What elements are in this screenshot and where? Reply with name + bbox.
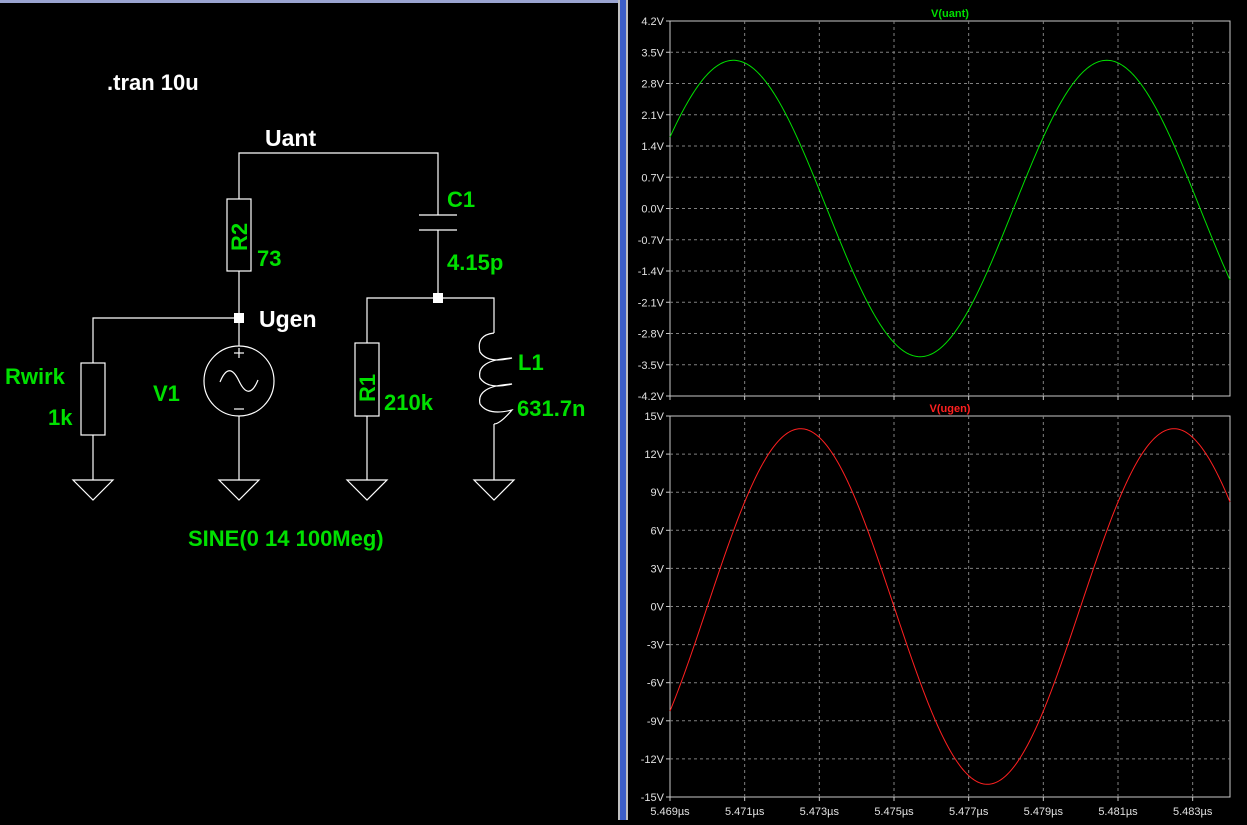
y-tick-label: -4.2V — [638, 391, 665, 403]
y-tick-label: 6V — [651, 525, 665, 537]
junction-ugen — [234, 313, 244, 323]
resistor-rwirk[interactable] — [80, 362, 106, 436]
net-label-uant[interactable]: Uant — [265, 125, 316, 151]
wire-ugen-rwirk — [92, 317, 239, 363]
r1-value: 210k — [384, 390, 434, 415]
y-tick-label: -2.1V — [638, 297, 665, 309]
y-tick-label: 0.7V — [641, 172, 664, 184]
resistor-r2[interactable] — [226, 198, 252, 272]
y-tick-label: -12V — [641, 754, 665, 766]
x-tick-label: 5.483µs — [1173, 806, 1213, 818]
r2-name: R2 — [227, 223, 252, 251]
x-tick-label: 5.471µs — [725, 806, 765, 818]
trace-title-0: V(uant) — [931, 8, 969, 20]
trace-line-0 — [669, 59, 1231, 358]
y-tick-label: 12V — [644, 449, 664, 461]
x-tick-label: 5.475µs — [874, 806, 914, 818]
v1-value: SINE(0 14 100Meg) — [188, 526, 384, 551]
wire-r1-top — [366, 297, 438, 343]
x-tick-label: 5.473µs — [800, 806, 840, 818]
y-tick-label: -3V — [647, 640, 665, 652]
l1-value: 631.7n — [517, 396, 586, 421]
c1-value: 4.15p — [447, 250, 503, 275]
waveform-canvas[interactable]: 4.2V 3.5V 2.8V 2.1V 1.4V 0.7V 0.0V -0.7V -1.4V -2… — [628, 0, 1247, 820]
trace-line-1 — [669, 428, 1231, 785]
junction-l1-r1 — [433, 293, 443, 303]
wires — [92, 152, 495, 480]
y-tick-label: 1.4V — [641, 141, 664, 153]
y-tick-label: -0.7V — [638, 235, 665, 247]
resistor-r1[interactable] — [354, 342, 380, 417]
y-tick-label: 3V — [651, 563, 665, 575]
y-tick-label: 4.2V — [641, 16, 664, 28]
y-tick-label: -3.5V — [638, 360, 665, 372]
r2-value: 73 — [257, 246, 281, 271]
v1-name: V1 — [153, 381, 180, 406]
y-tick-label: 3.5V — [641, 47, 664, 59]
pane-splitter[interactable] — [618, 0, 628, 820]
x-tick-label: 5.469µs — [650, 806, 690, 818]
schematic-title-bar — [0, 0, 618, 3]
y-tick-label: 9V — [651, 487, 665, 499]
wire-uant — [238, 152, 439, 215]
y-tick-label: -2.8V — [638, 329, 665, 341]
y-tick-label: -9V — [647, 716, 665, 728]
ground-icon — [217, 479, 261, 501]
ground-icon — [345, 479, 389, 501]
net-label-ugen[interactable]: Ugen — [259, 306, 317, 332]
r1-name: R1 — [355, 374, 380, 402]
y-tick-label: 15V — [644, 411, 664, 423]
x-tick-label: 5.479µs — [1024, 806, 1064, 818]
capacitor-c1[interactable] — [419, 214, 457, 231]
schematic-canvas[interactable]: .tran 10u Uant Ugen R2 73 C1 4.15p Rwirk… — [0, 0, 618, 820]
ground-icon — [472, 479, 516, 501]
wire-l1-top — [438, 297, 495, 333]
voltage-source-v1[interactable] — [203, 345, 275, 417]
waveform-viewer[interactable]: 4.2V 3.5V 2.8V 2.1V 1.4V 0.7V 0.0V -0.7V -1.4V -2… — [628, 0, 1247, 820]
c1-name: C1 — [447, 187, 475, 212]
y-tick-label: 2.8V — [641, 79, 664, 91]
trace-title-1: V(ugen) — [930, 403, 971, 415]
y-tick-label: 2.1V — [641, 110, 664, 122]
y-tick-label: 0.0V — [641, 204, 664, 216]
y-tick-label: 0V — [651, 602, 665, 614]
inductor-l1[interactable] — [478, 332, 514, 425]
y-tick-label: -1.4V — [638, 266, 665, 278]
x-tick-label: 5.481µs — [1098, 806, 1138, 818]
rwirk-value: 1k — [48, 405, 73, 430]
x-tick-label: 5.477µs — [949, 806, 989, 818]
y-tick-label: -15V — [641, 792, 665, 804]
y-tick-label: -6V — [647, 678, 665, 690]
ground-icon — [71, 479, 115, 501]
l1-name: L1 — [518, 350, 544, 375]
tran-directive[interactable]: .tran 10u — [107, 70, 199, 95]
rwirk-name: Rwirk — [5, 364, 66, 389]
